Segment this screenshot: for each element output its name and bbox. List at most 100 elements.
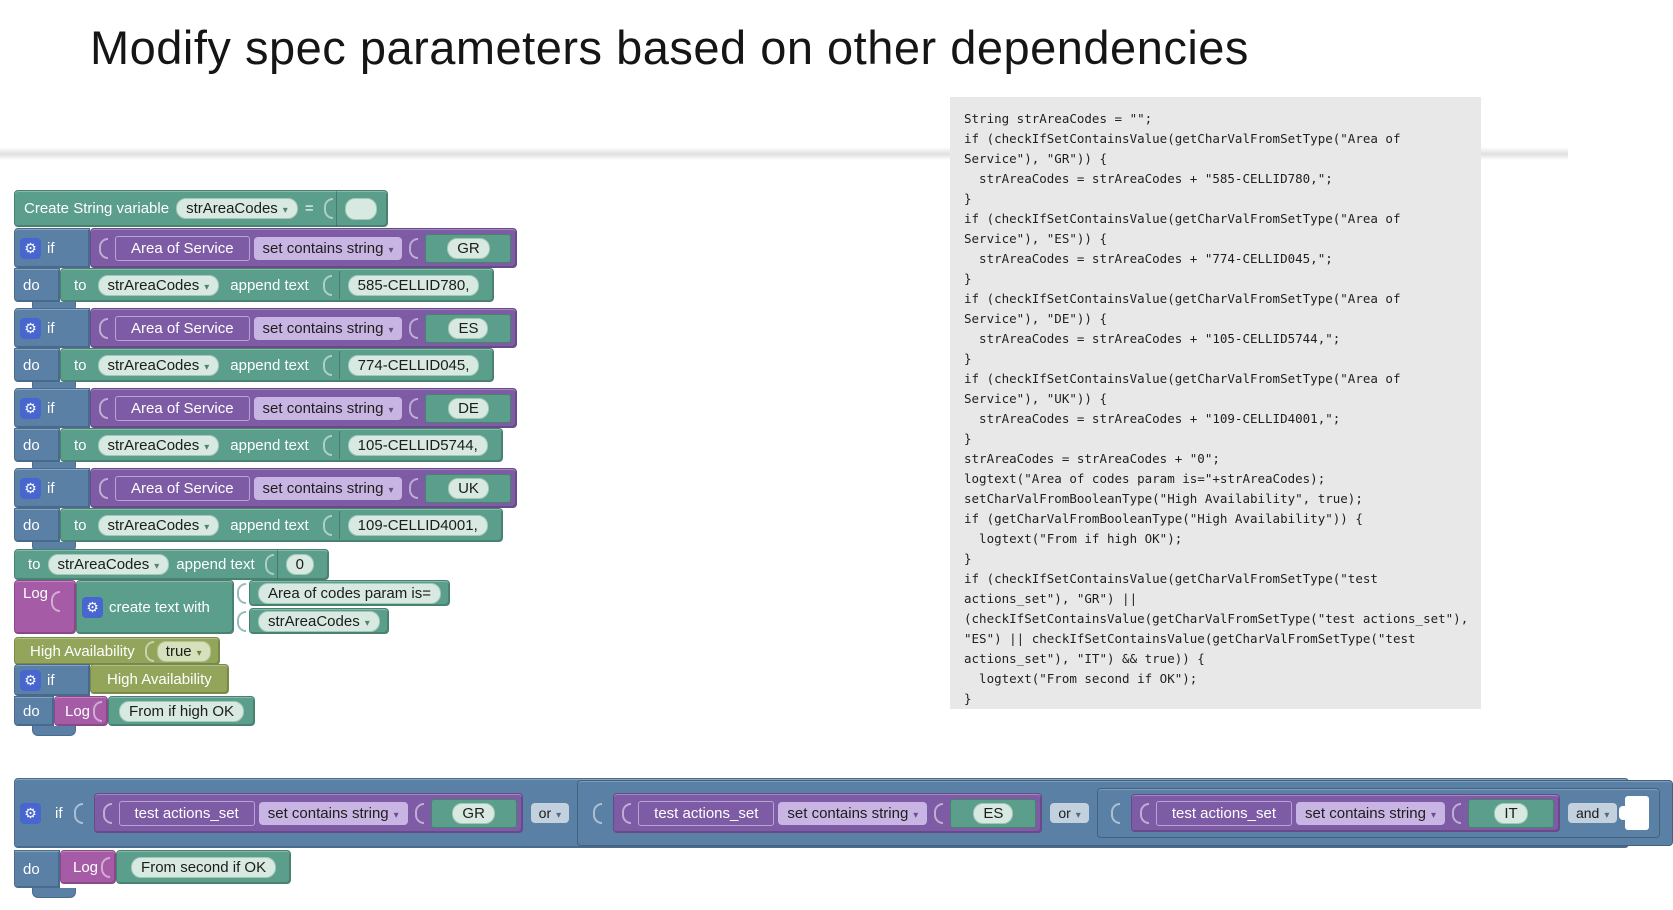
create-text-with-label: create text with — [109, 598, 210, 616]
input-socket-icon — [99, 317, 108, 339]
if-header[interactable]: if — [14, 468, 90, 508]
input-socket-icon — [409, 317, 419, 339]
variable-dropdown[interactable]: strAreaCodes — [47, 554, 170, 575]
variable-dropdown[interactable]: strAreaCodes — [97, 354, 220, 376]
set-name-block[interactable]: Area of Service — [115, 315, 250, 341]
if-header[interactable]: if — [14, 308, 90, 348]
big-if-condition-row[interactable]: if test actions_set set contains string … — [14, 778, 1673, 848]
gear-icon[interactable] — [20, 669, 41, 691]
gear-icon[interactable] — [20, 237, 41, 259]
text-value-block[interactable]: 774-CELLID045, — [338, 351, 488, 379]
variable-dropdown[interactable]: strAreaCodes — [97, 274, 220, 296]
create-text-with-block[interactable]: create text with — [76, 580, 234, 634]
condition-block[interactable]: Area of Service set contains string GR — [90, 228, 518, 268]
page-title: Modify spec parameters based on other de… — [90, 21, 1249, 74]
gear-icon[interactable] — [20, 477, 41, 499]
log-label: Log — [73, 858, 99, 876]
if-group-area-gr[interactable]: if Area of Service set contains string G… — [14, 228, 518, 312]
append-zero-block[interactable]: to strAreaCodes append text 0 — [14, 549, 330, 580]
value-text-block[interactable]: ES — [425, 313, 512, 343]
variable-dropdown[interactable]: strAreaCodes — [97, 434, 220, 456]
true-dropdown[interactable]: true — [156, 640, 211, 662]
or-dropdown[interactable]: or — [530, 803, 570, 823]
text-value-block[interactable]: 0 — [276, 550, 322, 579]
log-block[interactable]: Log — [14, 580, 76, 634]
set-name-block[interactable]: Area of Service — [115, 475, 250, 501]
chevron-down-icon — [199, 437, 209, 454]
input-socket-icon — [264, 554, 274, 575]
nested-or-block[interactable]: test actions_set set contains string ES … — [577, 780, 1673, 846]
condition-block[interactable]: Area of Service set contains string ES — [90, 308, 518, 348]
high-availability-set-block[interactable]: High Availability true — [14, 637, 220, 665]
text-value-block[interactable]: 585-CELLID780, — [338, 271, 488, 299]
and-dropdown[interactable]: and — [1567, 803, 1618, 823]
gear-icon[interactable] — [20, 317, 41, 339]
value-text-block[interactable]: IT — [1467, 798, 1554, 828]
text-value-block[interactable]: From if high OK — [108, 696, 256, 726]
condition-block[interactable]: test actions_set set contains string IT — [1130, 794, 1560, 832]
append-statement-block[interactable]: to strAreaCodes append text 105-CELLID57… — [60, 428, 503, 462]
if-group-test-actions[interactable]: if test actions_set set contains string … — [14, 778, 1673, 898]
operator-dropdown[interactable]: set contains string — [258, 801, 408, 825]
text-value-block[interactable]: 105-CELLID5744, — [338, 431, 496, 459]
if-header[interactable]: if — [14, 388, 90, 428]
operator-dropdown[interactable]: set contains string — [253, 396, 403, 420]
append-statement-block[interactable]: to strAreaCodes append text 109-CELLID40… — [60, 508, 503, 542]
condition-block[interactable]: test actions_set set contains string GR — [93, 793, 523, 833]
text-value-block[interactable]: From second if OK — [116, 850, 292, 884]
ha-condition-block[interactable]: High Availability — [90, 664, 229, 694]
set-name-block[interactable]: Area of Service — [115, 395, 250, 421]
log-block[interactable]: Log — [54, 696, 109, 726]
set-name-block[interactable]: test actions_set — [118, 800, 255, 826]
chevron-down-icon — [383, 320, 393, 337]
set-name-block[interactable]: test actions_set — [638, 800, 775, 826]
text-value-block[interactable]: Area of codes param is= — [249, 580, 451, 606]
value-text-block[interactable]: DE — [425, 393, 512, 423]
variable-dropdown[interactable]: strAreaCodes — [97, 514, 220, 536]
if-group-area-uk[interactable]: if Area of Service set contains string U… — [14, 468, 518, 552]
gear-icon[interactable] — [82, 596, 103, 618]
value-text-block[interactable]: GR — [425, 233, 512, 263]
value-text-block[interactable]: GR — [430, 798, 517, 828]
append-statement-block[interactable]: to strAreaCodes append text 774-CELLID04… — [60, 348, 495, 382]
operator-dropdown[interactable]: set contains string — [253, 476, 403, 500]
operator-dropdown[interactable]: set contains string — [778, 801, 928, 825]
create-string-variable-block[interactable]: Create String variable strAreaCodes = — [14, 190, 388, 227]
operator-dropdown[interactable]: set contains string — [253, 236, 403, 260]
nested-and-block[interactable]: test actions_set set contains string IT … — [1096, 788, 1661, 838]
input-socket-icon — [414, 802, 424, 824]
empty-text-block[interactable] — [335, 191, 385, 226]
set-name-block[interactable]: test actions_set — [1155, 800, 1293, 826]
chevron-down-icon — [199, 517, 209, 534]
operator-dropdown[interactable]: set contains string — [1296, 801, 1445, 825]
condition-block[interactable]: Area of Service set contains string DE — [90, 388, 518, 428]
if-group-area-es[interactable]: if Area of Service set contains string E… — [14, 308, 518, 392]
text-value-block[interactable]: 109-CELLID4001, — [338, 511, 496, 539]
condition-block[interactable]: test actions_set set contains string ES — [613, 793, 1043, 833]
append-statement-block[interactable]: to strAreaCodes append text 585-CELLID78… — [60, 268, 495, 302]
chevron-down-icon — [908, 805, 918, 822]
gear-icon[interactable] — [20, 802, 41, 824]
to-label: to — [74, 516, 87, 534]
condition-block[interactable]: Area of Service set contains string UK — [90, 468, 518, 508]
log-block[interactable]: Log — [60, 850, 117, 884]
log-create-text-group[interactable]: Log create text with Area of codes param… — [14, 580, 451, 634]
empty-text-field[interactable] — [344, 197, 377, 220]
set-name-block[interactable]: Area of Service — [115, 235, 250, 261]
gear-icon[interactable] — [20, 397, 41, 419]
input-socket-icon — [593, 802, 603, 824]
variable-value-block[interactable]: strAreaCodes — [249, 608, 389, 634]
value-text-block[interactable]: ES — [950, 798, 1037, 828]
if-group-area-de[interactable]: if Area of Service set contains string D… — [14, 388, 518, 472]
if-header[interactable]: if — [14, 664, 90, 696]
input-socket-icon — [322, 354, 332, 376]
variable-dropdown[interactable]: strAreaCodes — [176, 198, 298, 219]
operator-dropdown[interactable]: set contains string — [253, 316, 403, 340]
if-group-high-availability[interactable]: if High Availability do Log From if high… — [14, 664, 256, 736]
value-text-block[interactable]: UK — [425, 473, 512, 503]
generated-code-text: String strAreaCodes = ""; if (checkIfSet… — [964, 111, 1469, 706]
or-dropdown[interactable]: or — [1050, 803, 1089, 823]
if-header[interactable]: if — [14, 228, 90, 268]
empty-input-socket[interactable] — [1619, 796, 1650, 830]
input-socket-icon — [237, 610, 246, 632]
